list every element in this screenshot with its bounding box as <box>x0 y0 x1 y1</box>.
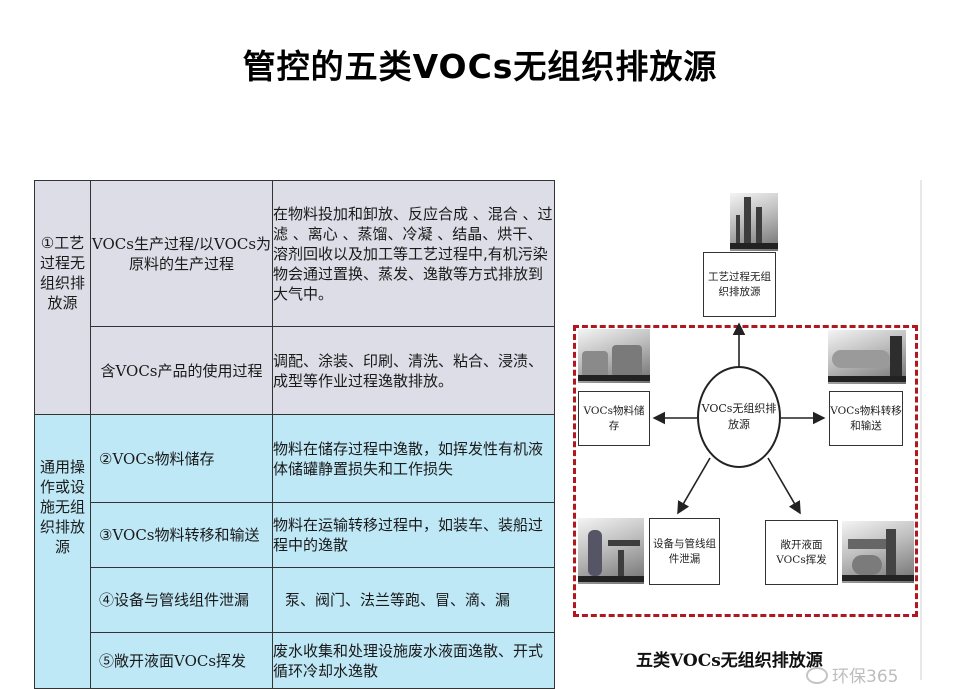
description-cell: 物料在运输转移过程中，如装车、装船过程中的逸散 <box>272 502 555 568</box>
table-row: 通用操作或设施无组织排放源 ②VOCs物料储存 物料在储存过程中逸散，如挥发性有… <box>34 414 555 689</box>
voc-source-table: ①工艺过程无组织排放源 VOCs生产过程/以VOCs为原料的生产过程 在物料投加… <box>34 180 555 689</box>
description-cell: 在物料投加和卸放、反应合成 、混合 、过滤 、离心 、蒸馏、冷凝 、结晶、烘干、… <box>272 180 555 327</box>
source-cell: ②VOCs物料储存 <box>90 414 273 503</box>
page-title: 管控的五类VOCs无组织排放源 <box>242 47 718 86</box>
category-cell-process: ①工艺过程无组织排放源 <box>34 180 91 415</box>
description-cell: 物料在储存过程中逸散，如挥发性有机液体储罐静置损失和工作损失 <box>272 414 555 503</box>
node-equipment: 设备与管线组件泄漏 <box>649 518 720 585</box>
description-cell: 废水收集和处理设施废水液面逸散、开式循环冷却水逸散 <box>272 632 555 689</box>
process-vents-photo <box>730 193 778 251</box>
node-storage: VOCs物料储存 <box>578 391 650 446</box>
storage-vessels-photo <box>578 329 650 383</box>
node-process: 工艺过程无组织排放源 <box>703 252 776 317</box>
dashed-highlight-frame <box>573 325 918 617</box>
diagram-caption: 五类VOCs无组织排放源 <box>636 651 823 671</box>
transfer-operations-photo <box>828 330 906 384</box>
node-transfer: VOCs物料转移和输送 <box>829 391 903 446</box>
table-row: ①工艺过程无组织排放源 VOCs生产过程/以VOCs为原料的生产过程 在物料投加… <box>34 180 555 415</box>
source-cell: VOCs生产过程/以VOCs为原料的生产过程 <box>90 180 273 327</box>
description-cell: 调配、涂装、印刷、清洗、粘合、浸渍、成型等作业过程逸散排放。 <box>272 326 555 415</box>
equipment-leaks-photo <box>578 518 644 584</box>
table-row: ⑤敞开液面VOCs挥发 废水收集和处理设施废水液面逸散、开式循环冷却水逸散 <box>35 632 555 689</box>
watermark-text: 环保365 <box>832 667 899 687</box>
panel-edge <box>920 180 922 680</box>
table-row: ④设备与管线组件泄漏 泵、阀门、法兰等跑、冒、滴、漏 <box>35 567 555 633</box>
category-cell-general: 通用操作或设施无组织排放源 <box>34 414 91 689</box>
source-cell: ⑤敞开液面VOCs挥发 <box>90 632 273 689</box>
source-cell: ③VOCs物料转移和输送 <box>90 502 273 568</box>
table-row: ③VOCs物料转移和输送 物料在运输转移过程中，如装车、装船过程中的逸散 <box>35 502 555 568</box>
source-cell: 含VOCs产品的使用过程 <box>90 326 273 415</box>
watermark: 环保365 <box>806 662 898 687</box>
wechat-icon <box>806 667 828 684</box>
table-row: 含VOCs产品的使用过程 调配、涂装、印刷、清洗、粘合、浸渍、成型等作业过程逸散… <box>35 326 555 415</box>
node-open-liquid: 敞开液面VOCs挥发 <box>765 520 838 585</box>
description-cell: 泵、阀门、法兰等跑、冒、滴、漏 <box>272 567 555 633</box>
wastewater-photo <box>842 521 914 583</box>
center-node: VOCs无组织排放源 <box>697 366 781 468</box>
source-cell: ④设备与管线组件泄漏 <box>90 567 273 633</box>
